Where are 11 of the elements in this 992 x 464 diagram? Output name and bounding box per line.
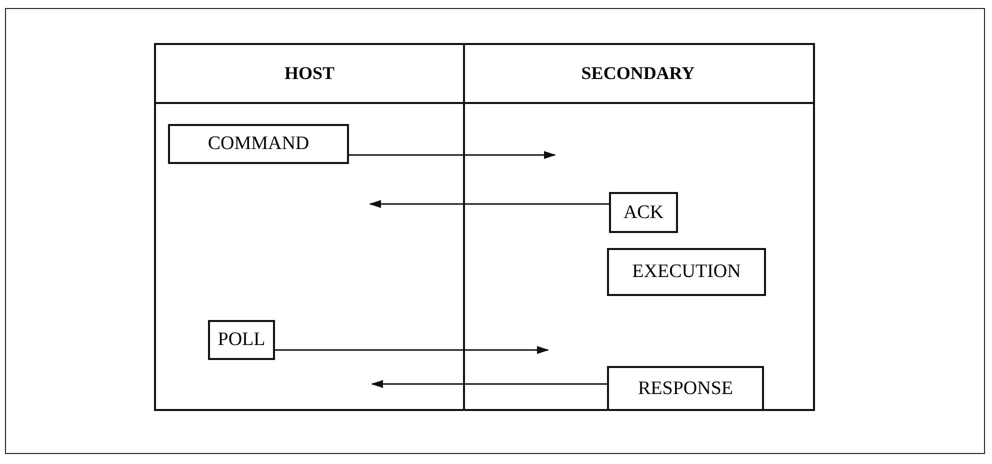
message-box: EXECUTION	[607, 248, 766, 296]
arrow	[273, 346, 549, 354]
column-heading: HOST	[156, 45, 463, 104]
message-box: RESPONSE	[607, 366, 764, 411]
arrow	[369, 200, 609, 208]
message-box: ACK	[609, 192, 678, 233]
message-box: POLL	[208, 320, 275, 360]
arrow	[347, 151, 556, 159]
arrow	[371, 380, 607, 388]
column-heading: SECONDARY	[463, 45, 813, 104]
message-box: COMMAND	[168, 124, 349, 164]
